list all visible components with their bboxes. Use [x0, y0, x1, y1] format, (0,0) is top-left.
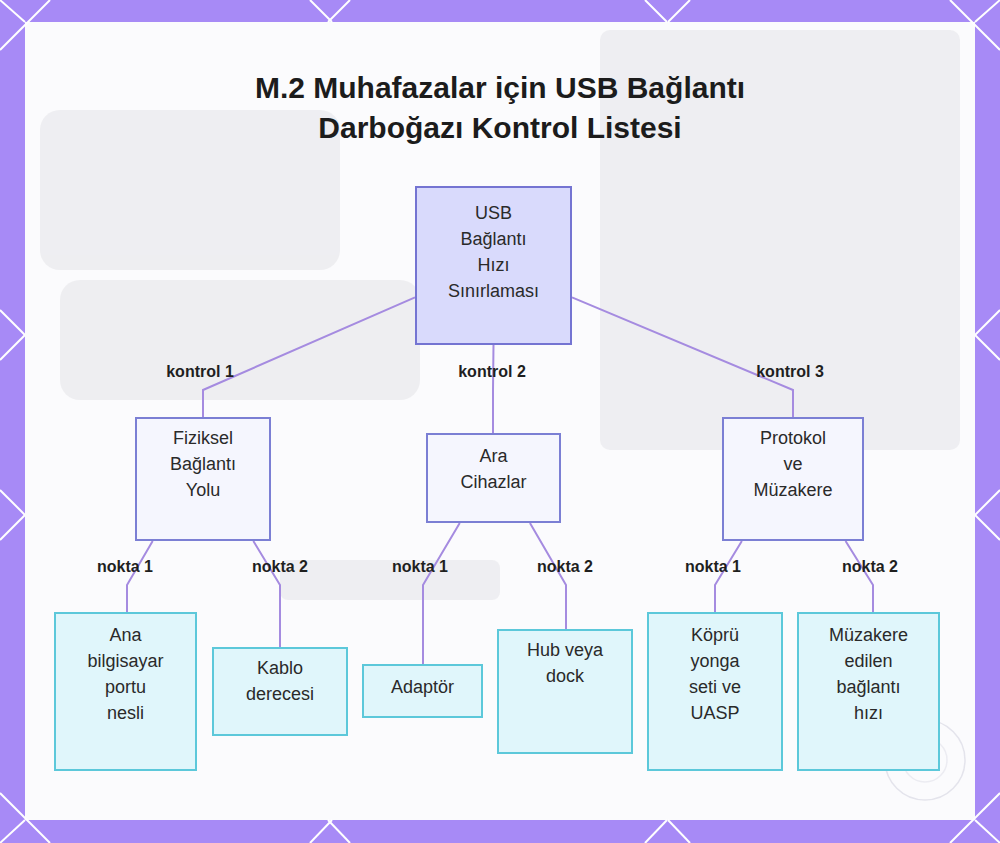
node-text: Fiziksel Bağlantı Yolu: [158, 425, 248, 503]
category-box: Ara Cihazlar: [426, 433, 561, 523]
text-wrap: Kablo derecesi: [235, 655, 325, 707]
text-wrap: Adaptör: [373, 674, 473, 700]
text-wrap: Hub veya dock: [518, 637, 613, 689]
connector: [423, 523, 460, 664]
connector: [530, 523, 566, 629]
edge-label: nokta 1: [392, 558, 448, 576]
edge-label: nokta 2: [537, 558, 593, 576]
text-wrap: Ana bilgisayar portu nesli: [85, 622, 167, 726]
check-box: Kablo derecesi: [212, 647, 348, 736]
category-box: Fiziksel Bağlantı Yolu: [135, 417, 271, 541]
edge-label: kontrol 1: [166, 363, 234, 381]
check-box: Ana bilgisayar portu nesli: [54, 612, 197, 771]
check-box: Hub veya dock: [497, 629, 633, 754]
connector: [127, 541, 153, 612]
text-wrap: Fiziksel Bağlantı Yolu: [158, 425, 248, 503]
edge-label: kontrol 3: [756, 363, 824, 381]
node-text: Ana bilgisayar portu nesli: [85, 622, 167, 726]
node-text: Hub veya dock: [518, 637, 613, 689]
connector: [715, 541, 742, 612]
check-box: Köprü yonga seti ve UASP: [647, 612, 783, 771]
connector: [203, 297, 415, 417]
edge-label: nokta 2: [842, 558, 898, 576]
edge-label: nokta 1: [685, 558, 741, 576]
text-wrap: Köprü yonga seti ve UASP: [684, 622, 746, 726]
text-wrap: Ara Cihazlar: [454, 443, 534, 495]
text-wrap: Müzakere edilen bağlantı hızı: [826, 622, 911, 726]
text-wrap: Protokol ve Müzakere: [748, 425, 838, 503]
connector: [493, 345, 495, 433]
node-text: Ara Cihazlar: [454, 443, 534, 495]
node-text: Adaptör: [373, 674, 473, 700]
edge-label: nokta 1: [97, 558, 153, 576]
diagram-title: M.2 Muhafazalar için USB Bağlantı Darboğ…: [200, 68, 800, 148]
connector: [846, 541, 873, 612]
edge-label: kontrol 2: [458, 363, 526, 381]
node-text: Köprü yonga seti ve UASP: [684, 622, 746, 726]
connector: [572, 297, 793, 417]
text-wrap: USB Bağlantı Hızı Sınırlaması: [446, 200, 541, 304]
node-text: Kablo derecesi: [235, 655, 325, 707]
check-box: Müzakere edilen bağlantı hızı: [797, 612, 940, 771]
node-text: Müzakere edilen bağlantı hızı: [826, 622, 911, 726]
edge-label: nokta 2: [252, 558, 308, 576]
check-box: Adaptör: [362, 664, 483, 718]
connector: [253, 541, 280, 647]
category-box: Protokol ve Müzakere: [722, 417, 864, 541]
root-box: USB Bağlantı Hızı Sınırlaması: [415, 186, 572, 345]
node-text: USB Bağlantı Hızı Sınırlaması: [446, 200, 541, 304]
node-text: Protokol ve Müzakere: [748, 425, 838, 503]
